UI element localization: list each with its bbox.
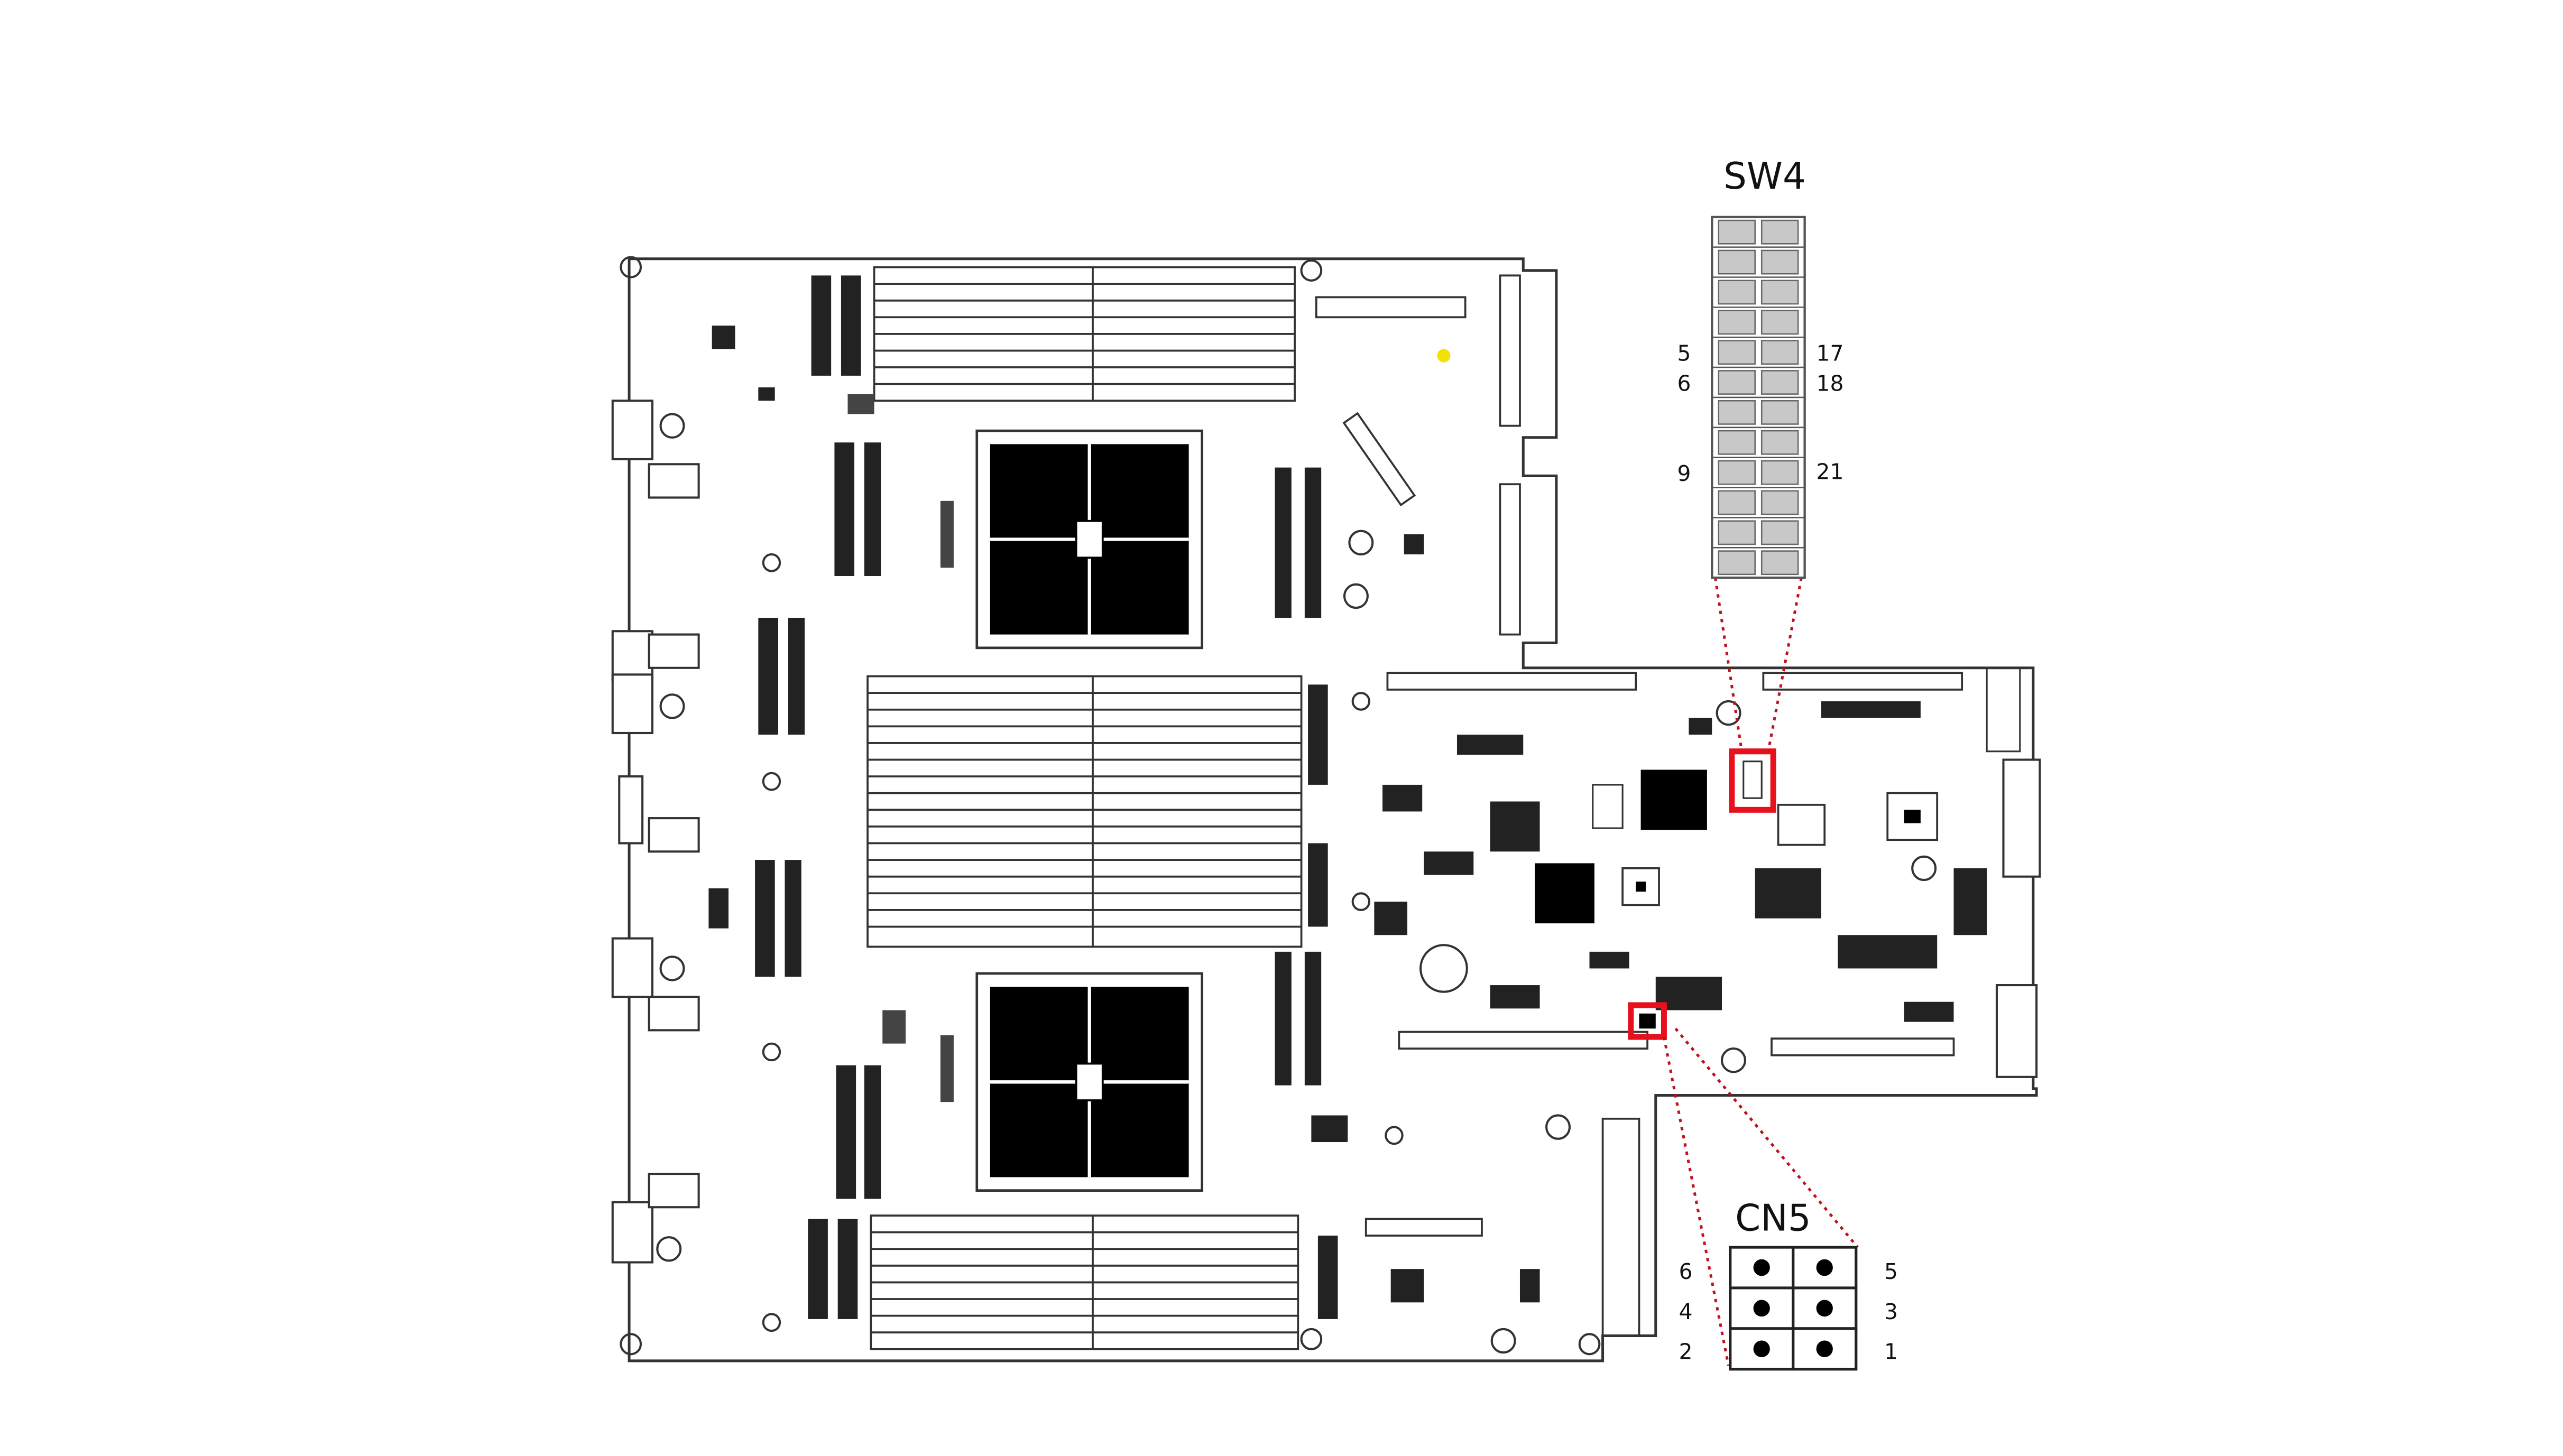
cn5-pin (1753, 1300, 1770, 1317)
sw4-title: SW4 (1723, 155, 1806, 198)
sw4-switch-row (1712, 336, 1805, 365)
sw4-left-label-3: 9 (1677, 461, 1691, 486)
small-vias (847, 394, 954, 1102)
edge-connectors (1315, 274, 1963, 1337)
sw4-switch-row (1712, 396, 1805, 425)
cn5-pin (1816, 1340, 1833, 1358)
sw4-switch-row (1712, 426, 1805, 455)
cn5-right-label-2: 3 (1884, 1299, 1898, 1324)
sw4-right-label-3: 21 (1817, 459, 1844, 485)
cn5-pin (1816, 1300, 1833, 1317)
cn5-pin-cell (1792, 1327, 1858, 1371)
status-led (1437, 349, 1451, 363)
callout-leader-lines (1662, 577, 1859, 1366)
sw4-switch-row (1712, 457, 1805, 485)
cn5-header-block (1729, 1246, 1858, 1371)
cn5-location-box (1628, 1002, 1667, 1040)
cpu-socket-1 (975, 429, 1204, 650)
sw4-switch-row (1712, 307, 1805, 335)
chipset-components (1535, 667, 2021, 924)
sw4-switch-row (1712, 246, 1805, 275)
rear-io-ports (611, 400, 2041, 1264)
cn5-pin (1753, 1259, 1770, 1276)
sw4-switch-block (1711, 216, 1806, 579)
sw4-switch-row (1712, 517, 1805, 545)
cn5-left-label-1: 6 (1679, 1259, 1693, 1284)
sw4-right-label-1: 17 (1817, 340, 1844, 366)
cn5-pin (1816, 1259, 1833, 1276)
sw4-right-label-2: 18 (1817, 370, 1844, 396)
cn5-pin (1753, 1340, 1770, 1358)
dimm-bank-top (873, 266, 1296, 402)
dimm-bank-bottom (870, 1214, 1299, 1350)
cn5-left-label-3: 2 (1679, 1339, 1693, 1365)
sw4-left-label-1: 5 (1677, 340, 1691, 366)
sw4-left-label-2: 6 (1677, 370, 1691, 396)
sw4-switch-row (1712, 276, 1805, 305)
cn5-right-label-3: 1 (1884, 1339, 1898, 1365)
sw4-location-box (1729, 748, 1776, 813)
cn5-right-label-1: 5 (1884, 1259, 1898, 1284)
cpu-socket-2 (975, 972, 1204, 1192)
mounting-holes (620, 256, 1937, 1356)
cn5-title: CN5 (1735, 1197, 1811, 1239)
sw4-switch-row (1712, 487, 1805, 515)
cn5-left-label-2: 4 (1679, 1299, 1693, 1324)
sw4-switch-row (1712, 216, 1805, 245)
sw4-switch-row (1712, 366, 1805, 395)
dimm-bank-middle (866, 675, 1303, 948)
sw4-switch-row (1712, 547, 1805, 576)
component-clusters (708, 275, 1987, 1319)
